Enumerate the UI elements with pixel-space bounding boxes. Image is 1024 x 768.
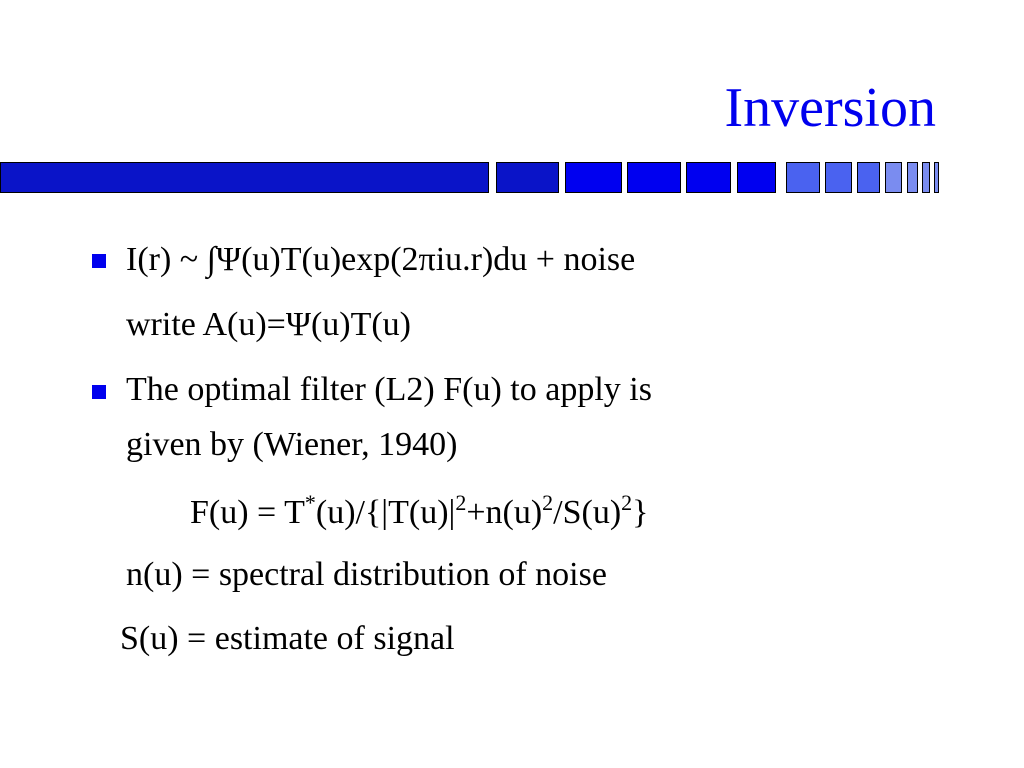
slide-title: Inversion (724, 77, 936, 139)
bullet-continuation: write A(u)=Ψ(u)T(u) (126, 306, 411, 343)
formula-part: } (632, 494, 649, 531)
bar-segment (496, 162, 559, 193)
bar-segment (737, 162, 776, 193)
bar-segment (885, 162, 902, 193)
bar-segment (907, 162, 918, 193)
wiener-formula: F(u) = T*(u)/{|T(u)|2+n(u)2/S(u)2} (190, 492, 649, 531)
bar-segment (686, 162, 731, 193)
formula-part: /S(u) (553, 494, 622, 531)
bar-segment (922, 162, 930, 193)
bar-segment (934, 162, 939, 193)
bar-segment (857, 162, 880, 193)
bullet-text: The optimal filter (L2) F(u) to apply is (126, 371, 652, 408)
bullet-marker (92, 254, 106, 268)
bar-segment (0, 162, 489, 193)
formula-part: (u)/{|T(u)| (315, 494, 456, 531)
noise-definition: n(u) = spectral distribution of noise (126, 556, 607, 593)
bullet-continuation: given by (Wiener, 1940) (126, 426, 458, 463)
bar-segment (825, 162, 852, 193)
decorative-bar (0, 162, 1024, 193)
bullet-marker (92, 385, 106, 399)
bullet-text: I(r) ~ ∫Ψ(u)T(u)exp(2πiu.r)du + noise (126, 241, 636, 278)
formula-part: +n(u) (466, 494, 543, 531)
bar-segment (786, 162, 820, 193)
formula-superscript: 2 (621, 490, 633, 515)
signal-definition: S(u) = estimate of signal (120, 620, 455, 657)
formula-superscript: 2 (542, 490, 554, 515)
bar-segment (627, 162, 681, 193)
formula-part: F(u) = T (190, 494, 305, 531)
formula-superscript: * (304, 490, 316, 515)
bar-segment (565, 162, 622, 193)
formula-superscript: 2 (455, 490, 467, 515)
